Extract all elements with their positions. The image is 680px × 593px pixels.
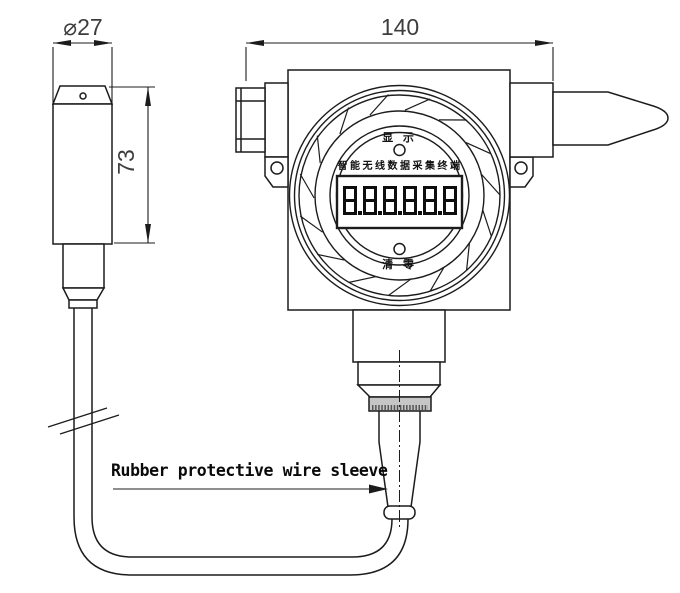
display-button <box>393 143 406 157</box>
antenna-mount <box>509 82 554 158</box>
rubber-sleeve-left <box>378 411 389 508</box>
lug-hole-icon <box>270 161 284 175</box>
knurl-segments <box>299 94 501 296</box>
segment-decimal-point <box>438 211 442 215</box>
antenna-cone <box>552 91 669 146</box>
zero-button-label: 清 零 <box>382 258 417 271</box>
zero-button <box>393 242 406 256</box>
probe-taper <box>61 287 106 301</box>
probe-cap-hole-icon <box>79 92 87 100</box>
probe-diameter-label: ⌀27 <box>63 14 103 40</box>
probe-cap <box>51 85 114 105</box>
device-face <box>335 143 464 256</box>
segment-decimal-point <box>418 211 422 215</box>
face-title: 智能无线数据采集终端 <box>337 161 463 172</box>
display-button-label: 显 示 <box>382 131 417 144</box>
probe-tip <box>68 299 98 309</box>
probe-length-label: 73 <box>113 149 139 175</box>
protective-wire <box>73 305 409 576</box>
dim-probe-diameter <box>52 40 113 103</box>
segment-digit <box>423 186 437 215</box>
rubber-sleeve-right <box>410 411 421 508</box>
segment-digit <box>403 186 417 215</box>
antenna <box>509 82 669 158</box>
sleeve-annotation-label: Rubber protective wire sleeve <box>111 461 388 480</box>
dim-body-width <box>245 40 554 81</box>
segment-digit <box>363 186 377 215</box>
lug-hole-icon <box>514 161 528 175</box>
probe-sensor <box>51 85 114 309</box>
sleeve-arrow <box>113 484 388 494</box>
probe-neck <box>62 243 105 289</box>
segment-display-digits <box>343 185 457 215</box>
display-window <box>335 174 464 230</box>
segment-digit <box>443 186 457 215</box>
probe-body <box>52 103 113 245</box>
segment-digit <box>343 186 357 215</box>
mounting-lug-right <box>509 156 534 188</box>
segment-decimal-point <box>378 211 382 215</box>
segment-decimal-point <box>358 211 362 215</box>
cable-gland <box>235 82 289 158</box>
mounting-lug-left <box>264 156 289 188</box>
cable-break-icon <box>47 407 120 435</box>
segment-decimal-point <box>398 211 402 215</box>
segment-digit <box>383 186 397 215</box>
body-width-label: 140 <box>380 14 420 40</box>
dim-probe-length <box>109 86 155 244</box>
